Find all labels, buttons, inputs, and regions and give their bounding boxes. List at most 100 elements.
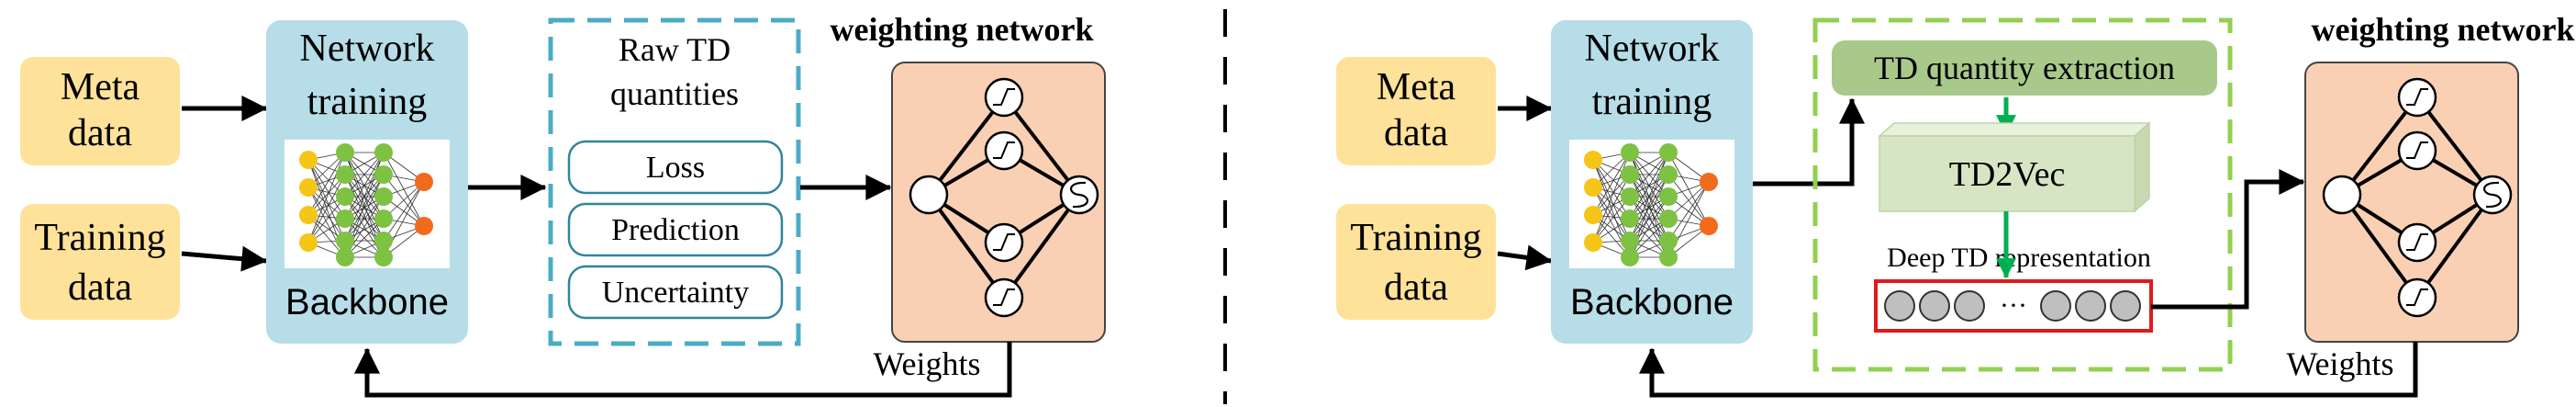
backbone-icon-node (1584, 178, 1602, 197)
weighting-edge (927, 193, 1006, 300)
backbone-icon-node (374, 248, 393, 266)
left-meta-data-box (20, 57, 180, 165)
right-weights-label: Weights (2286, 345, 2393, 382)
backbone-icon-edge (1592, 152, 1631, 216)
raw-td-label-2: quantities (610, 75, 739, 112)
backbone-icon-node (374, 232, 393, 250)
left-meta-data-label-2: data (68, 112, 132, 154)
relu-icon (993, 233, 1015, 251)
arrow-training-to-network-left (181, 245, 268, 272)
raw-td-label-1: Raw TD (619, 31, 730, 68)
backbone-icon-node (299, 206, 318, 224)
left-network-training-label-1: Network (300, 28, 435, 70)
backbone-icon-edge (1592, 196, 1631, 243)
backbone-icon-edge (1629, 196, 1669, 242)
backbone-icon-edge (307, 159, 346, 242)
backbone-icon-node (299, 178, 318, 197)
arrow-network-to-extraction (1753, 97, 1865, 187)
backbone-icon-node (1584, 233, 1602, 252)
vector-element (2110, 290, 2141, 322)
backbone-icon-node (374, 209, 393, 228)
uncertainty-label: Uncertainty (602, 276, 750, 310)
weighting-edge (1002, 96, 1081, 197)
backbone-icon-edge (1592, 152, 1631, 243)
td2vec-box-side (2134, 121, 2150, 213)
right-weighting-network-box (2304, 62, 2519, 343)
backbone-icon-node (1584, 206, 1602, 224)
weighting-edge (1002, 193, 1081, 300)
backbone-icon-edge (307, 214, 346, 258)
sigmoid-icon (2483, 181, 2502, 209)
backbone-icon-node (336, 187, 354, 206)
td2vec-module-box (1812, 17, 2233, 372)
backbone-icon-edge (344, 152, 385, 242)
backbone-icon-node (1621, 165, 1639, 184)
right-training-data-box (1336, 204, 1496, 320)
backbone-icon-edge (1629, 152, 1669, 242)
backbone-icon-node (415, 217, 433, 235)
td2vec-box-top (1878, 122, 2151, 137)
backbone-icon-node (1659, 248, 1678, 266)
deep-td-representation-label: Deep TD representation (1887, 243, 2151, 273)
loss-label: Loss (646, 151, 705, 185)
backbone-icon-edge (1592, 159, 1631, 242)
relu-icon (2406, 288, 2428, 306)
backbone-icon-node (1659, 187, 1678, 206)
backbone-icon-node (374, 165, 393, 184)
left-meta-data-label-1: Meta (61, 66, 140, 108)
backbone-icon-edge (1592, 174, 1631, 243)
arrow-representation-to-weighting (2151, 169, 2305, 310)
td2vec-box (1879, 135, 2136, 212)
left-weighting-network-title: weighting network (831, 11, 1094, 48)
backbone-icon-edge (307, 187, 346, 242)
backbone-icon-edge (344, 152, 385, 220)
backbone-icon-node (1659, 209, 1678, 228)
backbone-icon-edge (307, 196, 346, 243)
backbone-icon-node (415, 173, 433, 191)
backbone-icon-node (1621, 248, 1639, 266)
backbone-icon-node (1659, 143, 1678, 162)
backbone-icon-edge (1592, 159, 1631, 220)
backbone-icon-edge (1629, 152, 1669, 220)
backbone-icon-node (1621, 143, 1639, 162)
left-training-data-box (20, 204, 180, 320)
left-training-data-label-1: Training (34, 217, 165, 259)
backbone-icon-edge (1592, 214, 1631, 258)
right-network-training-label-1: Network (1585, 28, 1720, 70)
relu-icon (2406, 88, 2428, 106)
vector-element (1954, 290, 1985, 322)
weighting-edge (2340, 96, 2419, 197)
backbone-icon-edge (1667, 181, 1710, 242)
backbone-icon-edge (1629, 174, 1669, 242)
left-backbone-label: Backbone (285, 282, 449, 322)
deep-td-vector-elements (1884, 290, 2141, 322)
left-weights-label: Weights (873, 345, 980, 382)
weighting-edge (2415, 193, 2494, 300)
backbone-icon-node (336, 248, 354, 266)
backbone-icon-edge (1629, 152, 1669, 198)
td2vec-label: TD2Vec (1949, 155, 2066, 194)
uncertainty-pill (567, 265, 784, 320)
left-training-data-label-2: data (68, 266, 132, 309)
backbone-icon-node (1700, 217, 1718, 235)
right-meta-data-box (1336, 57, 1496, 165)
backbone-icon-node (336, 232, 354, 250)
right-backbone-label: Backbone (1570, 282, 1734, 322)
left-weighting-network-graph (909, 77, 1099, 318)
sigmoid-icon (1070, 181, 1088, 209)
backbone-icon-node (1621, 209, 1639, 228)
right-training-data-label-2: data (1384, 266, 1448, 309)
vector-element (2040, 290, 2071, 322)
backbone-icon-node (1659, 165, 1678, 184)
backbone-icon-edge (344, 152, 385, 198)
right-meta-data-label-2: data (1384, 112, 1448, 154)
arrow-training-to-network-right (1497, 244, 1553, 271)
relu-icon (993, 88, 1015, 106)
vector-ellipsis: ··· (2000, 290, 2027, 321)
backbone-icon-edge (307, 174, 346, 243)
weighting-input-node (2322, 175, 2362, 215)
relu-icon (2406, 233, 2428, 251)
backbone-icon-node (299, 151, 318, 169)
left-weighting-network-box (891, 62, 1106, 343)
